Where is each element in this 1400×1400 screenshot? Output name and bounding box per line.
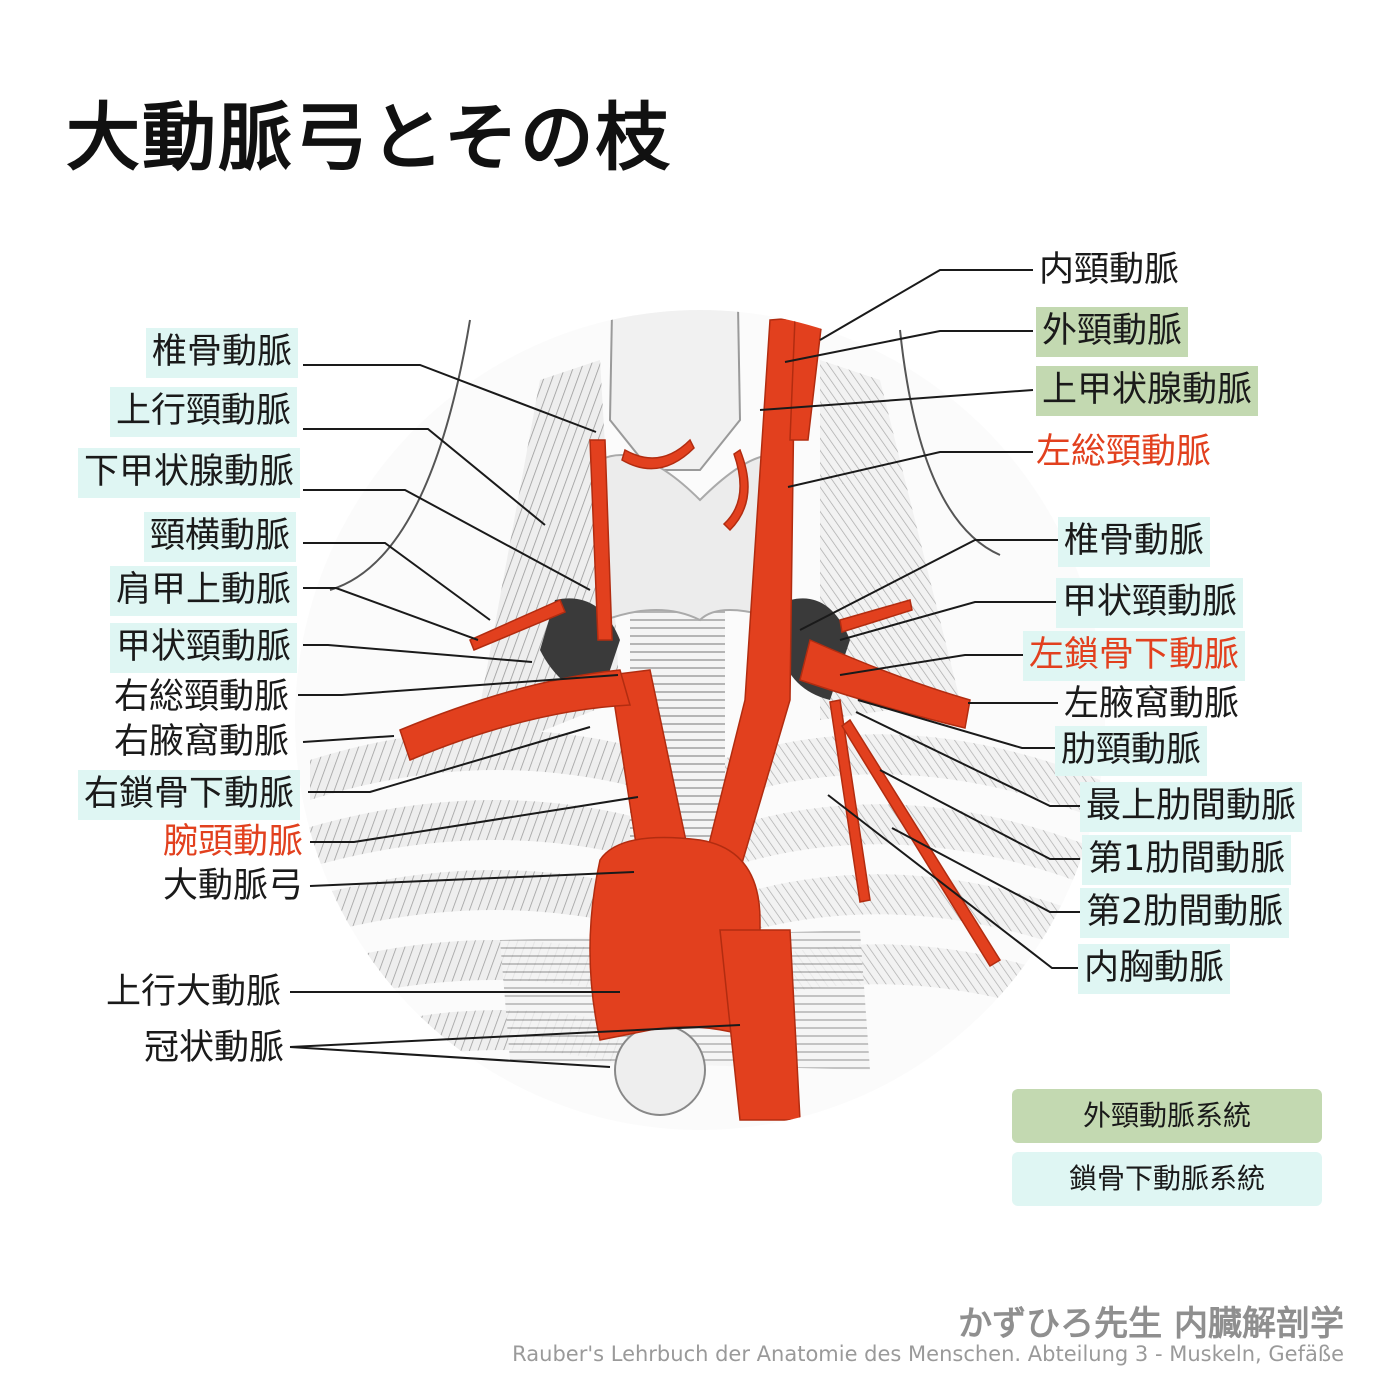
label-thyrocervical-trunk-left: 甲状頸動脈 (1056, 578, 1244, 628)
leader-lines-right (759, 269, 1080, 969)
label-ascending-aorta: 上行大動脈 (106, 972, 282, 1012)
label-external-carotid-artery: 外頸動脈 (1036, 307, 1189, 357)
label-right-subclavian-artery: 右鎖骨下動脈 (78, 770, 301, 820)
author-credit: かずひろ先生 内臓解剖学 (958, 1304, 1344, 1344)
label-costocervical-trunk: 肋頸動脈 (1055, 726, 1208, 776)
label-internal-thoracic-artery: 内胸動脈 (1078, 944, 1231, 994)
label-supreme-intercostal-artery: 最上肋間動脈 (1080, 782, 1303, 832)
body-outline-right (899, 329, 1001, 556)
label-brachiocephalic-trunk: 腕頭動脈 (163, 822, 304, 862)
label-transverse-cervical-artery: 頸横動脈 (144, 512, 297, 562)
label-second-intercostal-artery: 第2肋間動脈 (1080, 888, 1290, 938)
label-vertebral-artery-left: 椎骨動脈 (1058, 517, 1211, 567)
label-left-axillary-artery: 左腋窩動脈 (1064, 684, 1240, 724)
label-inferior-thyroid-artery: 下甲状腺動脈 (78, 448, 301, 498)
label-ascending-cervical-artery: 上行頸動脈 (110, 387, 298, 437)
label-right-axillary-artery: 右腋窩動脈 (114, 722, 290, 762)
label-first-intercostal-artery: 第1肋間動脈 (1082, 835, 1292, 885)
legend-subclavian-system: 鎖骨下動脈系統 (1012, 1152, 1322, 1206)
legend-external-carotid-system: 外頸動脈系統 (1012, 1089, 1322, 1143)
label-thyrocervical-trunk-right: 甲状頸動脈 (110, 623, 298, 673)
label-internal-carotid-artery: 内頸動脈 (1039, 250, 1180, 290)
label-right-common-carotid: 右総頸動脈 (114, 677, 290, 717)
anatomy-background (295, 310, 1105, 1130)
label-left-subclavian-artery: 左鎖骨下動脈 (1023, 631, 1246, 681)
page-title: 大動脈弓とその枝 (66, 95, 672, 181)
label-left-common-carotid: 左総頸動脈 (1036, 432, 1212, 472)
source-citation: Rauber's Lehrbuch der Anatomie des Mensc… (512, 1342, 1344, 1366)
label-vertebral-artery-right: 椎骨動脈 (146, 328, 299, 378)
label-coronary-artery: 冠状動脈 (144, 1028, 285, 1068)
label-superior-thyroid-artery: 上甲状腺動脈 (1036, 366, 1259, 416)
label-aortic-arch: 大動脈弓 (163, 866, 304, 906)
label-suprascapular-artery: 肩甲上動脈 (110, 566, 298, 616)
leader-lines-left (289, 364, 741, 1068)
